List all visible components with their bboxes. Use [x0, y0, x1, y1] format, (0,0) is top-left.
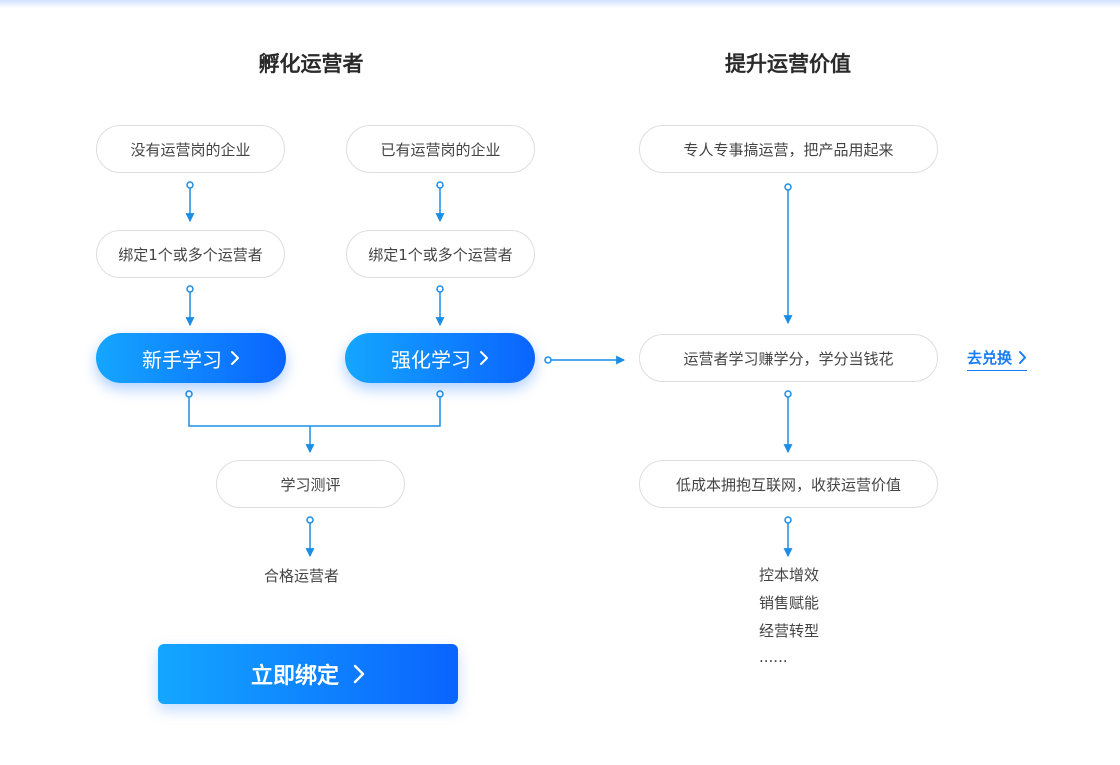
- beginner-learning-button[interactable]: 新手学习: [96, 333, 286, 383]
- top-gradient-bar: [0, 0, 1120, 8]
- box-earn-points: 运营者学习赚学分，学分当钱花: [639, 334, 938, 382]
- connector-low-cost-to-benefits: [783, 516, 793, 558]
- box-low-cost-internet: 低成本拥抱互联网，收获运营价值: [639, 460, 938, 508]
- connector-bind-to-beginner: [185, 285, 195, 327]
- heading-improve-value: 提升运营价值: [725, 52, 851, 76]
- chevron-right-icon: [479, 350, 489, 366]
- benefit-item: 经营转型: [759, 622, 820, 640]
- heading-incubate-operators: 孵化运营者: [258, 52, 364, 76]
- box-bind-operators-right: 绑定1个或多个运营者: [346, 230, 535, 278]
- connector-has-ops-to-bind: [435, 181, 445, 223]
- beginner-learning-label: 新手学习: [142, 347, 222, 372]
- bind-now-label: 立即绑定: [250, 664, 339, 689]
- box-learning-assessment: 学习测评: [216, 460, 405, 508]
- redeem-link-label: 去兑换: [967, 349, 1013, 367]
- box-dedicated-operations: 专人专事搞运营，把产品用起来: [639, 125, 938, 173]
- connector-dedicated-to-earn-points: [783, 183, 793, 325]
- advanced-learning-label: 强化学习: [391, 347, 471, 372]
- qualified-operator-label: 合格运营者: [264, 567, 340, 585]
- redeem-link[interactable]: 去兑换: [967, 347, 1028, 371]
- connector-advanced-to-earn-points: [544, 355, 626, 365]
- chevron-right-icon: [353, 664, 365, 684]
- bind-now-button[interactable]: 立即绑定: [158, 644, 458, 704]
- benefit-item: 控本增效: [759, 566, 820, 584]
- box-bind-operators-left: 绑定1个或多个运营者: [96, 230, 285, 278]
- benefit-item: ......: [759, 648, 788, 666]
- connector-learning-merge: [185, 390, 444, 454]
- chevron-right-icon: [1018, 350, 1027, 365]
- connector-assessment-to-qualified: [305, 516, 315, 558]
- chevron-right-icon: [230, 350, 240, 366]
- connector-no-ops-to-bind: [185, 181, 195, 223]
- benefit-item: 销售赋能: [759, 594, 820, 612]
- connector-bind-to-advanced: [435, 285, 445, 327]
- connector-earn-points-to-low-cost: [783, 390, 793, 454]
- box-has-ops-enterprise: 已有运营岗的企业: [346, 125, 535, 173]
- advanced-learning-button[interactable]: 强化学习: [345, 333, 535, 383]
- box-no-ops-enterprise: 没有运营岗的企业: [96, 125, 285, 173]
